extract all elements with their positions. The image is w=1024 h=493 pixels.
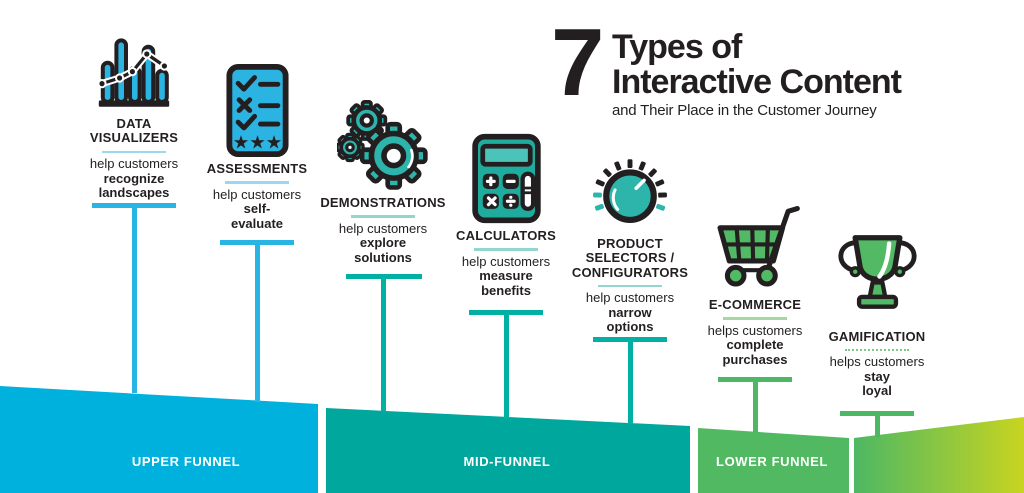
item-gamification: GAMIFICATION helps customers stay loyal [797,230,957,399]
title-rule [723,317,787,320]
item-title: E-COMMERCE [708,297,802,312]
title-rule [474,248,538,251]
item-data-visualizers: DATA VISUALIZERS help customers recogniz… [54,34,214,201]
item-title: DATA VISUALIZERS [89,116,179,146]
desc-intro: helps customers [707,322,803,338]
bar-chart-icon [54,34,214,114]
desc-intro: helps customers [829,354,925,370]
trophy-icon [797,230,957,327]
item-demonstrations: DEMONSTRATIONS help customers explore so… [303,100,463,265]
item-title: PRODUCT SELECTORS / CONFIGURATORS [571,236,689,280]
funnel-mid-shape [326,408,690,493]
item-desc: help customers explore solutions [303,220,463,266]
calculator-icon [426,131,586,226]
item-assessments: ★★★ ASSESSMENTS help customers self- eva… [177,62,337,231]
gears-icon [303,100,463,193]
title-rule [225,181,289,184]
connector-line-3 [381,274,386,412]
funnel-label-lower: LOWER FUNNEL [716,454,828,469]
item-desc: helps customers complete purchases [675,322,835,368]
connector-line-1 [132,203,137,393]
connector-line-2 [255,240,260,402]
item-product-selectors: PRODUCT SELECTORS / CONFIGURATORS help c… [550,146,710,335]
desc-intro: help customers [212,186,302,202]
desc-bold: measure benefits [479,268,533,298]
title-number: 7 [551,9,604,116]
desc-bold: complete purchases [722,337,788,367]
connector-line-5 [628,337,633,424]
item-desc: help customers measure benefits [426,253,586,299]
funnel-lower-shape [698,428,849,493]
desc-bold: stay loyal [862,368,892,399]
item-title: DEMONSTRATIONS [320,195,446,210]
connector-line-6 [753,377,758,433]
item-title: CALCULATORS [456,228,556,243]
checklist-icon: ★★★ [177,62,337,159]
shopping-cart-icon [675,203,835,295]
item-calculators: CALCULATORS help customers measure benef… [426,131,586,298]
desc-intro: help customers [89,156,179,172]
desc-intro: help customers [338,220,428,236]
desc-intro: help customers [585,290,675,306]
page-subtitle: and Their Place in the Customer Journey [612,102,877,120]
funnel-upper-shape [0,386,318,493]
title-block: Types of Interactive Content and Their P… [612,28,902,120]
funnel-label-mid: MID-FUNNEL [463,454,551,469]
item-desc: help customers narrow options [550,291,710,335]
item-desc: help customers self- evaluate [177,186,337,232]
title-rule [102,150,166,154]
funnel-label-upper: UPPER FUNNEL [131,454,241,469]
title-rule [598,284,662,288]
desc-intro: help customers [461,253,551,269]
desc-bold: explore solutions [354,235,412,265]
title-rule [845,349,909,352]
connector-line-7 [875,411,880,437]
item-desc: helps customers stay loyal [797,355,957,399]
item-title: ASSESSMENTS [206,161,308,176]
item-title: GAMIFICATION [828,329,926,344]
item-ecommerce: E-COMMERCE helps customers complete purc… [675,203,835,367]
desc-bold: narrow options [606,304,654,335]
dial-icon [550,146,710,234]
connector-line-4 [504,310,509,419]
svg-text:★★★: ★★★ [232,132,282,153]
funnel-loyalty-shape [854,417,1024,493]
desc-bold: recognize landscapes [98,170,170,201]
item-desc: help customers recognize landscapes [54,157,214,201]
page-title: Types of Interactive Content [612,28,902,101]
desc-bold: self- evaluate [230,201,284,231]
title-rule [351,215,415,218]
